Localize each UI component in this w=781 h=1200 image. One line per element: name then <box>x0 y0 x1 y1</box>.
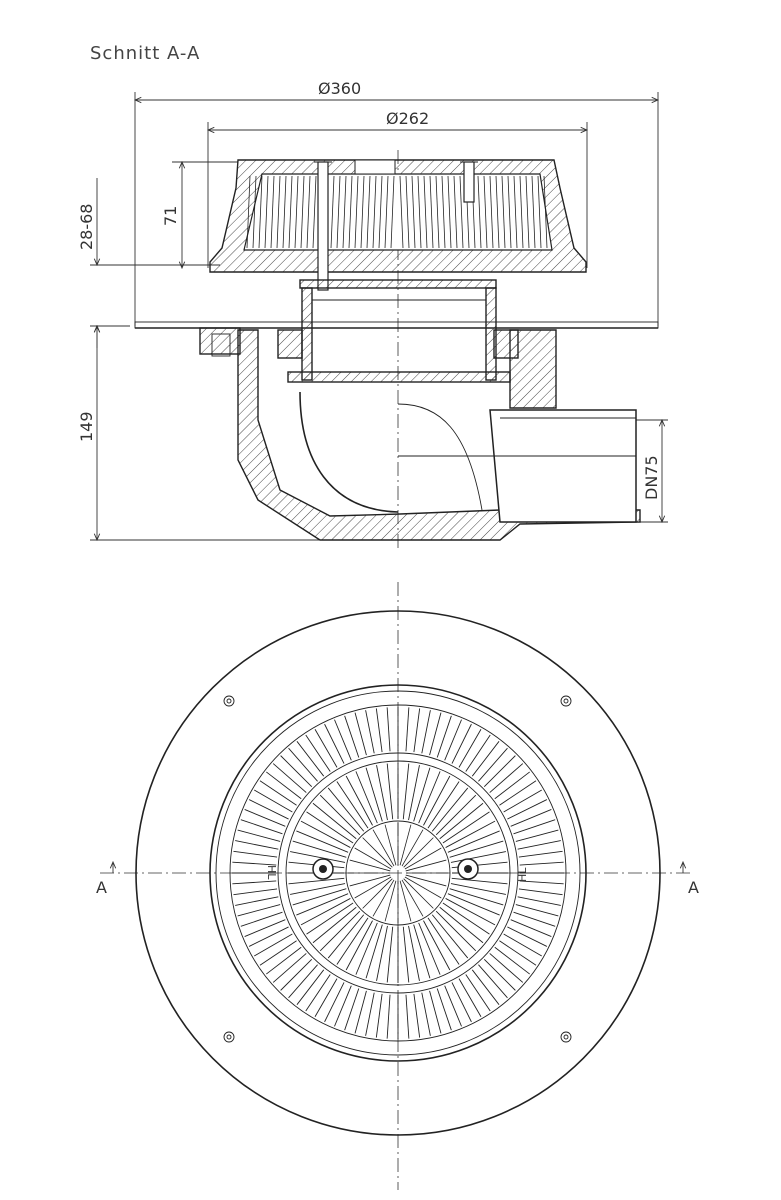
dim-outer-diameter: Ø360 <box>135 79 658 326</box>
flange-outline <box>135 610 661 1136</box>
grate-section <box>209 159 587 291</box>
dim-body-height-label: 149 <box>77 411 96 442</box>
grate-screws <box>312 858 479 880</box>
flange <box>134 321 659 357</box>
dim-outer-diameter-label: Ø360 <box>318 79 361 98</box>
body-section <box>237 329 641 541</box>
dim-grate-height-label: 71 <box>161 206 180 226</box>
dim-outlet: DN75 <box>635 420 668 522</box>
grate-label-right: HL <box>516 867 529 882</box>
grate-outer-ring <box>209 684 587 1062</box>
section-mark-left-label: A <box>96 878 107 897</box>
section-mark-right: A <box>683 862 699 897</box>
dim-outlet-label: DN75 <box>642 455 661 500</box>
dim-grate-diameter-label: Ø262 <box>386 109 429 128</box>
plan-view: HL HL A A <box>96 582 699 1190</box>
grate-outer-slots <box>232 707 564 1039</box>
section-mark-left: A <box>96 862 113 897</box>
grate-inner-slots <box>288 763 508 983</box>
section-title: Schnitt A-A <box>90 43 200 64</box>
dim-adjust-range: 28-68 <box>77 178 220 348</box>
grate-label-left: HL <box>265 865 278 880</box>
grate-hub-spokes <box>348 823 448 923</box>
dim-adjust-range-label: 28-68 <box>77 204 96 251</box>
dim-body-height: 149 <box>77 326 395 540</box>
section-mark-right-label: A <box>688 878 699 897</box>
flange-bolt-holes <box>223 695 572 1043</box>
dim-grate-diameter: Ø262 <box>208 109 587 268</box>
section-view: Ø360 Ø262 71 28-68 149 <box>77 79 668 548</box>
dim-grate-height: 71 <box>161 162 238 268</box>
